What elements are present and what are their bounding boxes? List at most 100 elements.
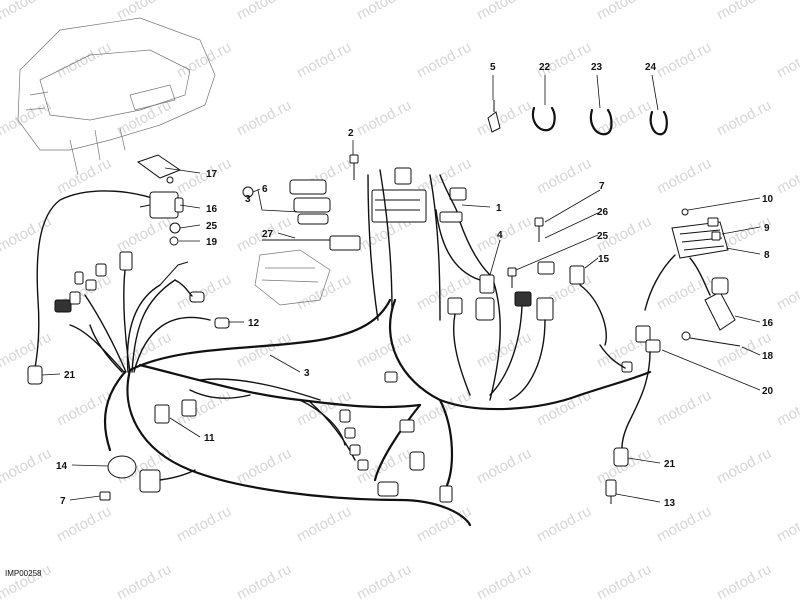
image-code: IMP00258 xyxy=(5,569,42,578)
watermark-text: motod.ru xyxy=(294,271,354,314)
callout-26: 26 xyxy=(597,207,609,218)
bolt-bottom xyxy=(99,491,111,501)
watermark-text: motod.ru xyxy=(654,503,714,546)
watermark-text: motod.ru xyxy=(234,97,294,140)
callout-17: 17 xyxy=(206,169,218,180)
callout-22: 22 xyxy=(539,62,551,73)
callout-19: 19 xyxy=(206,237,218,248)
watermark-text: motod.ru xyxy=(114,561,174,600)
watermark-text: motod.ru xyxy=(54,503,114,546)
bolts-center xyxy=(349,154,544,288)
watermark-text: motod.ru xyxy=(774,387,800,430)
fuse-holders xyxy=(242,179,331,225)
callout-12: 12 xyxy=(248,318,260,329)
callout-8: 8 xyxy=(764,250,770,261)
callout-1: 1 xyxy=(496,203,502,214)
watermark-text: motod.ru xyxy=(114,0,174,24)
watermark-text: motod.ru xyxy=(654,387,714,430)
watermark-text: motod.ru xyxy=(714,0,774,24)
callout-3-fuse: 3 xyxy=(245,194,251,205)
watermark-text: motod.ru xyxy=(714,445,774,488)
top-small-parts xyxy=(487,100,668,136)
watermark-text: motod.ru xyxy=(354,97,414,140)
watermark-text: motod.ru xyxy=(534,503,594,546)
callout-labels: 1 2 3 3 4 5 6 7 7 8 9 10 11 12 13 14 15 … xyxy=(56,62,774,509)
callout-6: 6 xyxy=(262,184,268,195)
callout-14: 14 xyxy=(56,461,68,472)
callout-11: 11 xyxy=(204,433,215,444)
watermark-text: motod.ru xyxy=(0,445,54,488)
watermark-text: motod.ru xyxy=(474,445,534,488)
watermark-text: motod.ru xyxy=(294,503,354,546)
callout-13: 13 xyxy=(664,498,676,509)
watermark-text: motod.ru xyxy=(234,561,294,600)
watermark-text: motod.ru xyxy=(0,97,54,140)
watermark-text: motod.ru xyxy=(474,561,534,600)
watermark-text: motod.ru xyxy=(474,329,534,372)
watermark-text: motod.ru xyxy=(294,39,354,82)
voltage-regulator xyxy=(644,208,729,311)
frame-outline xyxy=(17,17,216,176)
watermark-text: motod.ru xyxy=(714,561,774,600)
watermark-text: motod.ru xyxy=(774,39,800,82)
callout-2: 2 xyxy=(348,128,354,139)
callout-21-right: 21 xyxy=(664,459,676,470)
watermark-text: motod.ru xyxy=(654,39,714,82)
watermark-text: motod.ru xyxy=(774,503,800,546)
callout-15: 15 xyxy=(598,254,610,265)
callout-27: 27 xyxy=(262,229,274,240)
watermark-text: motod.ru xyxy=(174,503,234,546)
watermark-text: motod.ru xyxy=(654,271,714,314)
watermark-text: motod.ru xyxy=(0,0,54,24)
watermark-text: motod.ru xyxy=(594,561,654,600)
watermark-text: motod.ru xyxy=(54,39,114,82)
watermark-text: motod.ru xyxy=(174,155,234,198)
watermark-text: motod.ru xyxy=(774,271,800,314)
ignition-coil-right xyxy=(681,277,741,347)
ignition-coil-left xyxy=(139,191,184,219)
watermark-text: motod.ru xyxy=(174,271,234,314)
bracket xyxy=(136,154,182,184)
callout-16-right: 16 xyxy=(762,318,774,329)
central-fuse-box xyxy=(367,167,491,321)
callout-24: 24 xyxy=(645,62,657,73)
watermark-text: motod.ru xyxy=(114,97,174,140)
watermark-text: motod.ru xyxy=(0,561,54,600)
callout-10: 10 xyxy=(762,194,774,205)
watermark-text: motod.ru xyxy=(174,39,234,82)
watermark-text: motod.ru xyxy=(234,329,294,372)
callout-23: 23 xyxy=(591,62,603,73)
watermark-text: motod.ru xyxy=(414,39,474,82)
watermark-text: motod.ru xyxy=(234,445,294,488)
watermark-text: motod.ru xyxy=(594,97,654,140)
callout-21-left: 21 xyxy=(64,370,76,381)
watermark-text: motod.ru xyxy=(474,0,534,24)
callout-4: 4 xyxy=(497,230,503,241)
watermark-text: motod.ru xyxy=(534,39,594,82)
grommet-nut-left xyxy=(169,222,181,246)
watermark-text: motod.ru xyxy=(0,329,54,372)
watermark-text: motod.ru xyxy=(774,155,800,198)
callout-16-left: 16 xyxy=(206,204,218,215)
callout-3: 3 xyxy=(304,368,310,379)
watermark-text: motod.ru xyxy=(414,271,474,314)
watermark-text: motod.ru xyxy=(234,0,294,24)
horn xyxy=(107,455,196,493)
callout-7-bottom: 7 xyxy=(60,496,66,507)
watermark-text: motod.ru xyxy=(114,213,174,256)
watermark-text: motod.ru xyxy=(354,329,414,372)
center-connectors xyxy=(447,261,607,401)
watermark-text: motod.ru xyxy=(354,0,414,24)
lower-connectors xyxy=(154,371,453,503)
callout-9: 9 xyxy=(764,223,770,234)
callout-25-right: 25 xyxy=(597,231,609,242)
watermark-text: motod.ru xyxy=(414,503,474,546)
watermark-text: motod.ru xyxy=(474,97,534,140)
watermark-text: motod.ru xyxy=(474,213,534,256)
watermark-text: motod.ru xyxy=(714,97,774,140)
callout-18: 18 xyxy=(762,351,774,362)
left-cable xyxy=(27,190,171,385)
watermark-text: motod.ru xyxy=(594,0,654,24)
